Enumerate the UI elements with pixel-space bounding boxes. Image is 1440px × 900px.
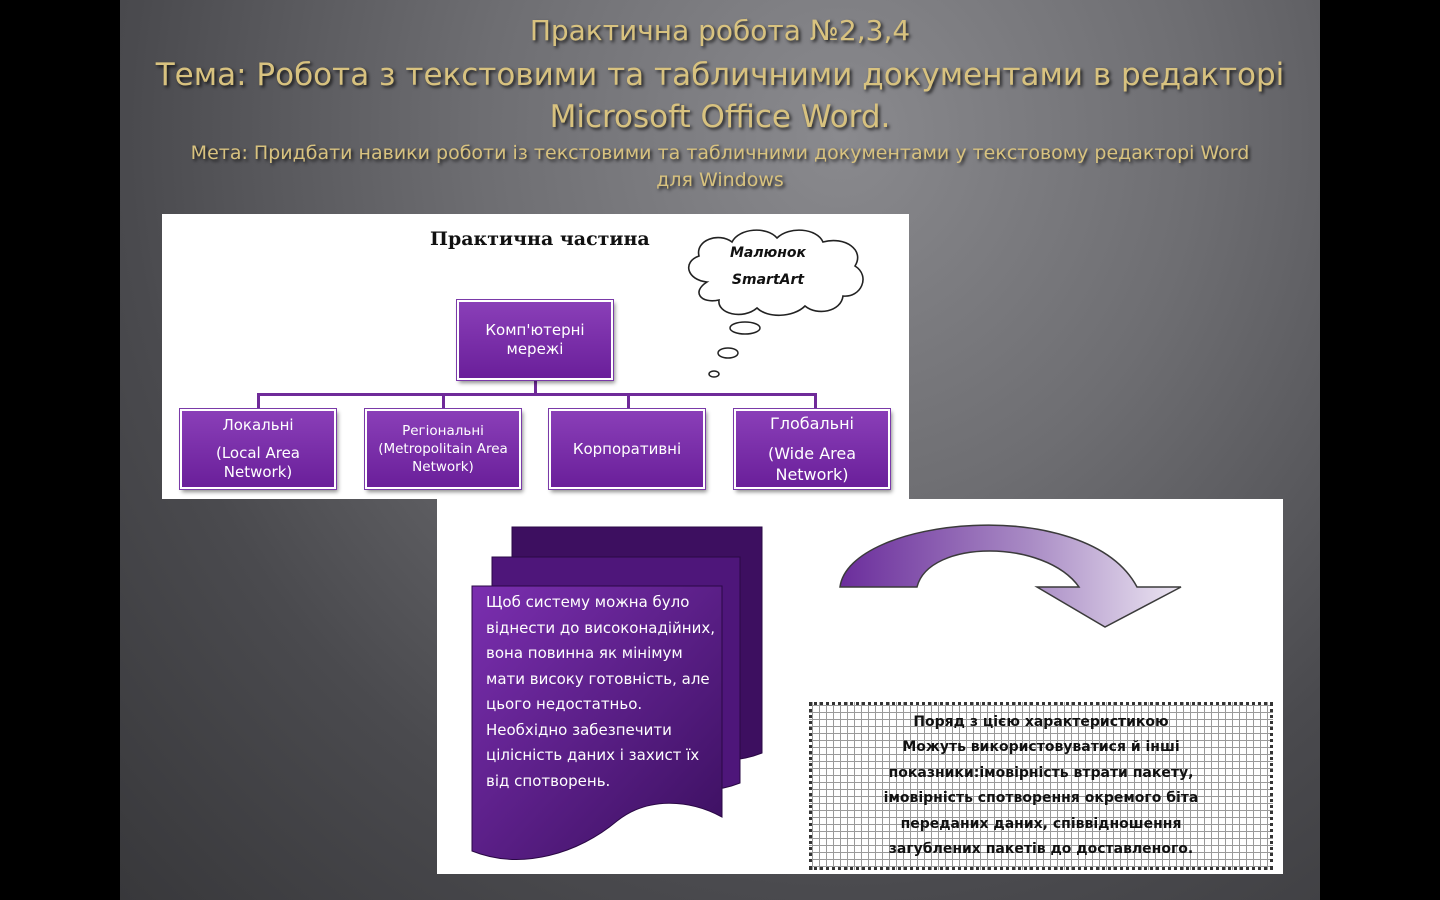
note-line: показники:імовірність втрати пакету, xyxy=(888,764,1194,781)
note-line: імовірність спотворення окремого біта xyxy=(883,790,1199,806)
connector-child-2 xyxy=(442,393,445,409)
child-node-regional-line2: (Metropolitain Area xyxy=(378,441,508,457)
smartart-panel: Практична частина Малюнок SmartArt Комп'… xyxy=(162,214,909,499)
child-node-local-line3: Network) xyxy=(223,463,293,481)
cloud-label-line1: Малюнок xyxy=(729,245,807,261)
content-panel: Щоб систему можна було віднести до висок… xyxy=(437,499,1283,874)
child-node-local: Локальні (Local Area Network) xyxy=(179,408,337,490)
connector-child-1 xyxy=(257,393,260,409)
child-node-corporate-line1: Корпоративні xyxy=(572,439,682,458)
note-text: Поряд з цією характеристикою Можуть вико… xyxy=(812,710,1270,863)
child-node-global: Глобальні (Wide Area Network) xyxy=(733,408,891,490)
root-node: Комп'ютерні мережі xyxy=(456,299,614,381)
thought-cloud-icon xyxy=(687,229,864,378)
connector-child-3 xyxy=(627,393,630,409)
slide-title-line1: Практична робота №2,3,4 xyxy=(529,14,911,47)
child-node-regional-line1: Регіональні xyxy=(402,423,484,439)
root-node-label: Комп'ютерні мережі xyxy=(485,321,585,358)
child-node-corporate: Корпоративні xyxy=(548,408,706,490)
multi-document-shape xyxy=(471,526,763,860)
child-node-regional-line3: Network) xyxy=(412,459,474,475)
slide: Практична робота №2,3,4 Тема: Робота з т… xyxy=(120,0,1320,900)
note-line: переданих даних, співвідношення xyxy=(900,815,1182,832)
note-line: загублених пакетів до доставленого. xyxy=(888,841,1194,857)
child-node-global-line3: Network) xyxy=(775,465,849,484)
note-line: Можуть використовуватися й інші xyxy=(902,739,1180,755)
child-node-local-line2: (Local Area xyxy=(215,444,301,462)
note-line: Поряд з цією характеристикою xyxy=(913,713,1169,730)
cloud-label-line2: SmartArt xyxy=(731,272,805,288)
document-text: Щоб систему можна було віднести до висок… xyxy=(486,593,715,790)
practical-part-heading: Практична частина xyxy=(430,228,650,250)
connector-child-4 xyxy=(814,393,817,409)
connector-horizontal xyxy=(257,393,817,396)
connector-root-down xyxy=(534,380,537,394)
child-node-global-line2: (Wide Area xyxy=(767,444,857,463)
child-node-regional: Регіональні (Metropolitain Area Network) xyxy=(364,408,522,490)
curved-arrow-icon xyxy=(839,524,1182,628)
child-node-local-line1: Локальні xyxy=(222,416,294,434)
child-node-global-line1: Глобальні xyxy=(769,414,854,433)
note-box: Поряд з цією характеристикою Можуть вико… xyxy=(809,702,1273,870)
slide-title-goal: Мета: Придбати навики роботи із текстови… xyxy=(190,142,1250,191)
slide-title-topic: Тема: Робота з текстовими та табличними … xyxy=(155,57,1285,135)
